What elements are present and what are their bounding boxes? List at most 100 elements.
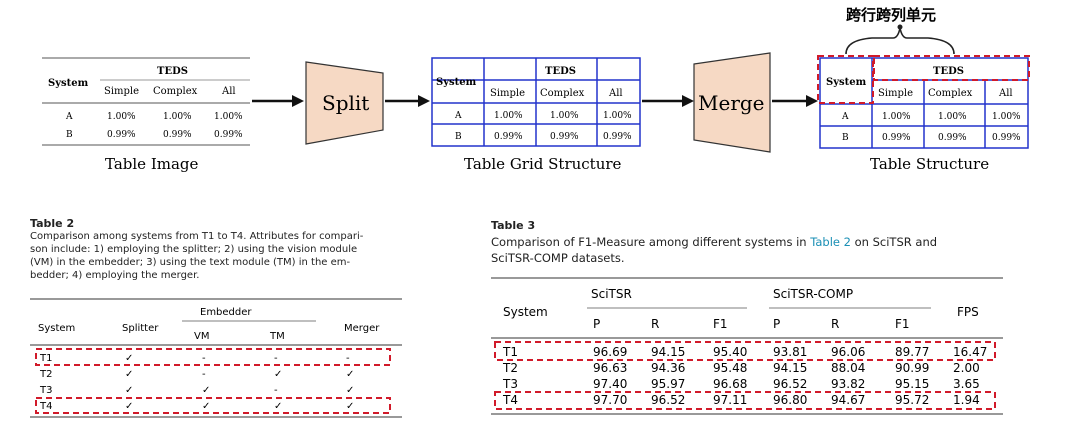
t3-row3-r2: 93.82 bbox=[831, 377, 865, 391]
t2-row3-vm: ✓ bbox=[202, 385, 210, 396]
t2-row2-tm: ✓ bbox=[274, 369, 282, 380]
image-header-teds: TEDS bbox=[157, 66, 188, 77]
t3-row1-system: T1 bbox=[502, 345, 518, 359]
t2-row4-splitter: ✓ bbox=[125, 401, 133, 412]
t3-row1-r2: 96.06 bbox=[831, 345, 865, 359]
t3-row3-system: T3 bbox=[502, 377, 518, 391]
grid-sub-simple: Simple bbox=[490, 88, 525, 99]
t2-row4-tm: ✓ bbox=[274, 401, 282, 412]
table2-caption-line: Comparison among systems from T1 to T4. … bbox=[30, 231, 364, 242]
t3-row4-r1: 96.52 bbox=[651, 393, 685, 407]
t3-row4-f1a: 97.11 bbox=[713, 393, 747, 407]
t2-row1-merger: - bbox=[346, 353, 350, 364]
split-label: Split bbox=[322, 91, 369, 115]
t3-row-4: T4 97.70 96.52 97.11 96.80 94.67 95.72 1… bbox=[502, 393, 980, 407]
t2-row2-splitter: ✓ bbox=[125, 369, 133, 380]
t3-row3-r1: 95.97 bbox=[651, 377, 685, 391]
table2-block: Table 2 Comparison among systems from T1… bbox=[30, 217, 402, 418]
grid-row-b-system: B bbox=[455, 132, 462, 142]
t2-header-splitter: Splitter bbox=[122, 323, 159, 334]
table3-block: Table 3 Comparison of F1-Measure among d… bbox=[491, 219, 1011, 415]
image-sub-simple: Simple bbox=[104, 86, 139, 97]
t3-row1-p2: 93.81 bbox=[773, 345, 807, 359]
t3-row3-p1: 97.40 bbox=[593, 377, 627, 391]
arrow-to-split bbox=[252, 95, 304, 107]
t2-row1-tm: - bbox=[274, 353, 278, 364]
table2-caption: Comparison among systems from T1 to T4. … bbox=[30, 230, 402, 282]
span-annotation: 跨行跨列单元 bbox=[845, 6, 955, 55]
image-sub-complex: Complex bbox=[153, 86, 198, 97]
grid-row-a-complex: 1.00% bbox=[550, 111, 579, 121]
t3-header-r2: R bbox=[831, 317, 839, 331]
t3-row4-p2: 96.80 bbox=[773, 393, 807, 407]
t2-row4-vm: ✓ bbox=[202, 401, 210, 412]
grid-caption: Table Grid Structure bbox=[464, 155, 622, 173]
grid-row-a-all: 1.00% bbox=[603, 111, 632, 121]
grid-sub-complex: Complex bbox=[540, 88, 585, 99]
t3-highlight-t1 bbox=[494, 341, 996, 361]
t2-row3-merger: ✓ bbox=[346, 385, 354, 396]
grid-row-b-all: 0.99% bbox=[603, 132, 632, 142]
t2-row3-tm: - bbox=[274, 385, 278, 396]
table2-link[interactable]: Table 2 bbox=[810, 235, 851, 249]
structure-row-a-system: A bbox=[841, 112, 849, 122]
image-row-b-complex: 0.99% bbox=[163, 130, 192, 140]
structure-row-b-system: B bbox=[842, 133, 849, 143]
pipeline-diagram: System TEDS Simple Complex All A 1.00% 1… bbox=[0, 0, 1080, 200]
table2-caption-line: son include: 1) employing the splitter; … bbox=[30, 244, 358, 255]
t2-header-system: System bbox=[38, 323, 75, 334]
span-annotation-label: 跨行跨列单元 bbox=[846, 6, 936, 24]
t3-row2-f1a: 95.48 bbox=[713, 361, 747, 375]
t2-header-merger: Merger bbox=[344, 323, 380, 334]
table2-title: Table 2 bbox=[30, 217, 75, 230]
arrow-to-structure bbox=[772, 95, 818, 107]
structure-sub-all: All bbox=[998, 88, 1013, 99]
t3-highlight-t4 bbox=[494, 391, 996, 410]
image-row-b-simple: 0.99% bbox=[107, 130, 136, 140]
curly-brace-icon bbox=[845, 27, 955, 55]
image-row-a-system: A bbox=[65, 112, 73, 122]
table2-grid: System Splitter Embedder VM TM Merger T1… bbox=[30, 298, 402, 418]
t2-row3-system: T3 bbox=[39, 385, 52, 396]
structure-row-b-complex: 0.99% bbox=[938, 133, 967, 143]
t3-header-p1: P bbox=[593, 317, 600, 331]
t2-header-tm: TM bbox=[269, 331, 285, 342]
t3-row2-p1: 96.63 bbox=[593, 361, 627, 375]
table3-caption-post: on SciTSR and bbox=[850, 235, 938, 249]
t2-row1-vm: - bbox=[202, 353, 206, 364]
image-header-system: System bbox=[48, 78, 89, 89]
structure-header-teds: TEDS bbox=[933, 66, 964, 77]
grid-header-system: System bbox=[436, 77, 477, 88]
t3-header-system: System bbox=[503, 305, 548, 319]
t3-row1-f1a: 95.40 bbox=[713, 345, 747, 359]
arrow-to-grid bbox=[385, 95, 430, 107]
t2-row4-system: T4 bbox=[39, 401, 52, 412]
t3-header-scitsr-comp: SciTSR-COMP bbox=[773, 287, 853, 301]
t3-row3-fps: 3.65 bbox=[953, 377, 980, 391]
t3-row2-system: T2 bbox=[502, 361, 518, 375]
t2-row1-splitter: ✓ bbox=[125, 353, 133, 364]
t2-row2-merger: ✓ bbox=[346, 369, 354, 380]
t3-row4-fps: 1.94 bbox=[953, 393, 980, 407]
image-row-a-all: 1.00% bbox=[214, 112, 243, 122]
image-row-a-simple: 1.00% bbox=[107, 112, 136, 122]
t3-row1-fps: 16.47 bbox=[953, 345, 987, 359]
structure-sub-simple: Simple bbox=[878, 88, 913, 99]
table3-caption-line2: SciTSR-COMP datasets. bbox=[491, 251, 625, 265]
structure-sub-complex: Complex bbox=[928, 88, 973, 99]
table2-caption-line: bedder; 4) employing the merger. bbox=[30, 270, 200, 281]
table-grid-structure: System TEDS Simple Complex All A 1.00% 1… bbox=[431, 57, 641, 173]
merge-module: Merge bbox=[693, 52, 771, 153]
t3-row2-r2: 88.04 bbox=[831, 361, 865, 375]
t2-row4-merger: ✓ bbox=[346, 401, 354, 412]
structure-row-a-simple: 1.00% bbox=[882, 112, 911, 122]
t3-row2-f2: 90.99 bbox=[895, 361, 929, 375]
t3-header-f2: F1 bbox=[895, 317, 910, 331]
image-row-b-all: 0.99% bbox=[214, 130, 243, 140]
structure-row-a-complex: 1.00% bbox=[938, 112, 967, 122]
grid-row-b-simple: 0.99% bbox=[494, 132, 523, 142]
t3-header-fps: FPS bbox=[957, 305, 979, 319]
arrow-to-merge bbox=[642, 95, 694, 107]
t3-header-scitsr: SciTSR bbox=[591, 287, 632, 301]
t2-header-vm: VM bbox=[194, 331, 209, 342]
